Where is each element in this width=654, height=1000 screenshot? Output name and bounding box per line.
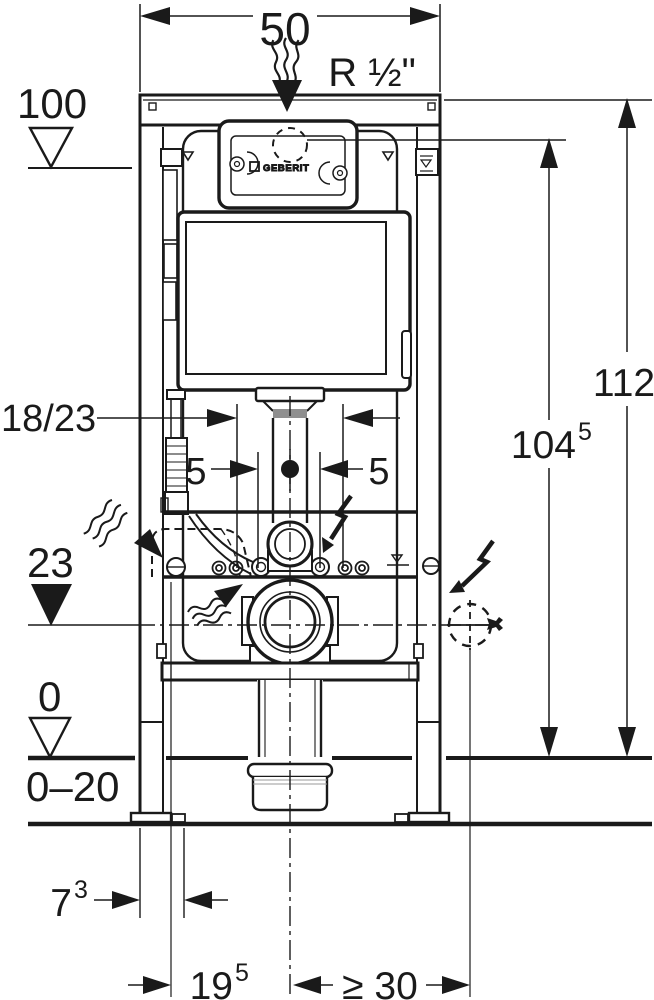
lightning-icon-flush <box>322 494 353 553</box>
cistern-clip <box>401 330 412 379</box>
offset-18-23-label: 18/23 <box>1 398 96 440</box>
arrowhead-left-icon <box>293 976 321 994</box>
foot-plate-right <box>407 811 451 824</box>
side-clearance-label: ≥ 30 <box>342 965 418 1000</box>
panel-lever-right <box>318 161 331 185</box>
dim-flush-pipe-offset: 18/23 <box>1 398 400 568</box>
outlet-offset-label: 19 <box>190 965 233 1000</box>
arrowhead-up-icon <box>540 138 558 168</box>
plug-connector-icon <box>487 617 503 631</box>
front-offset-sup: 3 <box>74 876 88 904</box>
arrowhead-left-icon <box>320 460 348 478</box>
dim-side-clearance-30: ≥ 30 <box>293 965 470 1000</box>
level-0-label: 0 <box>38 673 61 720</box>
level-triangle-open-icon <box>28 716 72 760</box>
level-triangle-open-icon <box>27 126 75 170</box>
panel-screw-left <box>229 156 245 172</box>
rail-hole-left <box>148 102 157 111</box>
height-104-label: 104 <box>511 424 576 467</box>
rail-hole-right <box>427 102 436 111</box>
arrowhead-right-icon <box>230 460 258 478</box>
arrowhead-right-icon <box>207 409 237 427</box>
height-112-label: 112 <box>593 362 654 405</box>
water-level-mark-lower-icon <box>390 554 404 564</box>
arrowhead-right-icon <box>410 7 440 25</box>
arrowhead-down-icon <box>618 727 636 757</box>
left-side-components <box>160 148 183 321</box>
cistern <box>176 210 412 392</box>
flush-volume-sticker <box>415 148 439 176</box>
arrowhead-left-icon <box>343 409 373 427</box>
arrowhead-left-icon <box>184 891 212 909</box>
level-marker-0: 0 <box>28 673 135 761</box>
dim-supply-r-half: R ½" <box>271 37 416 112</box>
actuation-hole-dashed-circle <box>272 127 308 163</box>
dim-side-play: 5 5 <box>185 449 390 568</box>
arrowhead-down-icon <box>540 727 558 757</box>
water-level-mark-left-icon <box>181 151 195 162</box>
floor-buildup-label: 0–20 <box>26 763 119 810</box>
front-offset-label: 7 <box>50 882 72 925</box>
floor-lines <box>28 756 652 827</box>
flow-arrow-icon <box>134 529 163 558</box>
brand-logo-text: GEBERIT <box>263 163 309 174</box>
dim-front-offset-7-3: 7 3 <box>50 876 228 925</box>
cistern-inner-panel <box>185 221 387 375</box>
dim-width-50: 50 <box>139 3 441 92</box>
foot-plate-left <box>129 811 173 824</box>
level-marker-100: 100 <box>17 80 132 170</box>
dim-height-104-5: 104 5 <box>307 138 592 757</box>
supply-arrow-icon <box>272 80 302 112</box>
dim-outlet-offset-19-5: 19 5 <box>128 959 249 1000</box>
geberit-logo-square <box>249 161 260 172</box>
wc-outlet-bend <box>241 578 339 666</box>
level-marker-23: 23 <box>27 539 74 626</box>
flush-flow-icon <box>187 584 243 627</box>
access-panel: GEBERIT <box>217 119 359 210</box>
frame <box>138 93 442 813</box>
supply-thread-label: R ½" <box>328 51 416 95</box>
lightning-icon-outlet <box>449 539 495 593</box>
side-play-right-label: 5 <box>368 451 389 493</box>
arrowhead-up-icon <box>618 98 636 128</box>
center-lines <box>28 396 496 997</box>
arrowhead-left-icon <box>140 7 170 25</box>
level-100-label: 100 <box>17 80 87 127</box>
side-play-left-label: 5 <box>185 451 206 493</box>
water-supply-wavy-icon <box>271 37 300 85</box>
level-23-label: 23 <box>27 539 74 586</box>
leg-bolt-right <box>413 643 424 659</box>
water-inlet-flow-icon <box>83 499 163 558</box>
dim-height-112: 112 <box>444 98 654 757</box>
bottom-extension-lines <box>139 582 471 997</box>
height-104-sup: 5 <box>578 418 592 446</box>
panel-screw-right <box>332 165 348 181</box>
water-level-mark-right-icon <box>381 151 395 162</box>
level-triangle-filled-icon <box>31 584 72 626</box>
outlet-offset-sup: 5 <box>235 959 249 987</box>
fill-valve <box>160 389 254 575</box>
arrowhead-right-icon <box>442 976 470 994</box>
arrowhead-right-icon <box>112 891 140 909</box>
fill-funnel <box>195 513 254 563</box>
flow-arrow-icon <box>214 584 243 607</box>
leg-bolt-left <box>156 643 167 659</box>
arrowhead-right-icon <box>143 976 171 994</box>
